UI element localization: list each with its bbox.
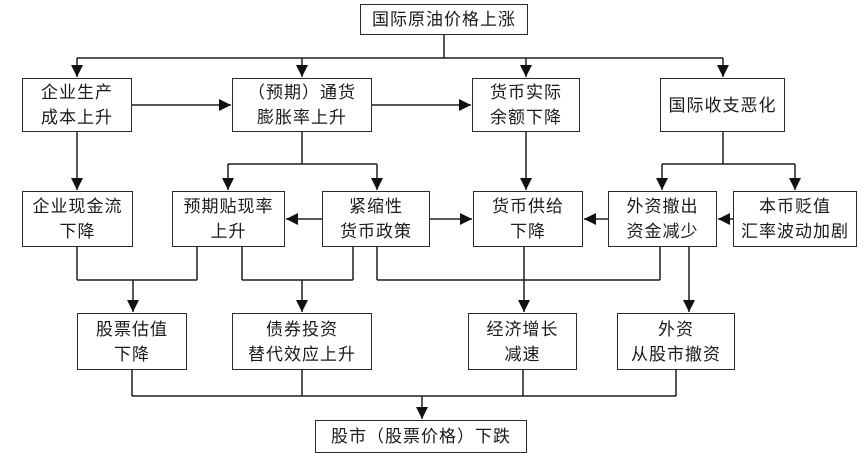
node-economic-growth-slowdown: 经济增长 减速 (468, 313, 577, 370)
node-label: 本币贬值 (759, 197, 831, 216)
node-bond-substitution-effect-rise: 债券投资 替代效应上升 (232, 313, 372, 370)
node-label: 上升 (210, 222, 247, 241)
node-label: 资金减少 (626, 222, 699, 241)
node-label: 汇率波动加剧 (741, 222, 849, 241)
node-label: 余额下降 (490, 108, 562, 127)
node-foreign-capital-exits-stock-market: 外资 从股市撤资 (617, 313, 735, 370)
node-label: 从股市撤资 (631, 344, 721, 364)
node-label: （预期）通货 (248, 83, 356, 102)
node-label: 减速 (504, 344, 541, 364)
node-label: 预期贴现率 (183, 197, 274, 216)
node-label: 替代效应上升 (248, 344, 356, 364)
node-label: 货币供给 (492, 197, 564, 216)
node-label: 经济增长 (486, 319, 559, 339)
node-production-cost-rise: 企业生产 成本上升 (22, 78, 132, 132)
node-expected-inflation-rise: （预期）通货 膨胀率上升 (232, 78, 372, 132)
node-label: 股票估值 (96, 319, 168, 339)
node-label: 膨胀率上升 (257, 108, 347, 127)
node-corporate-cashflow-decline: 企业现金流 下降 (22, 191, 133, 247)
node-label: 外资 (658, 319, 694, 339)
node-label: 企业现金流 (32, 197, 123, 216)
node-label: 货币实际 (490, 83, 562, 102)
node-stock-market-decline: 股市（股票价格）下跌 (315, 420, 527, 453)
node-tight-monetary-policy: 紧缩性 货币政策 (322, 191, 430, 247)
node-label: 债券投资 (266, 319, 338, 339)
node-label: 股市（股票价格）下跌 (331, 427, 511, 446)
node-expected-discount-rate-rise: 预期贴现率 上升 (172, 191, 285, 247)
node-label: 紧缩性 (349, 197, 403, 216)
node-foreign-capital-withdrawal: 外资撤出 资金减少 (608, 191, 717, 247)
node-stock-valuation-decline: 股票估值 下降 (77, 313, 187, 370)
node-label: 国际原油价格上涨 (372, 10, 516, 29)
node-label: 货币政策 (340, 222, 412, 241)
node-money-supply-decline: 货币供给 下降 (473, 191, 583, 247)
node-label: 下降 (59, 222, 96, 241)
node-label: 下降 (510, 222, 546, 241)
node-oil-price-rise: 国际原油价格上涨 (360, 4, 528, 35)
node-label: 成本上升 (41, 108, 113, 127)
node-label: 国际收支恶化 (668, 95, 777, 115)
node-real-money-balance-decline: 货币实际 余额下降 (472, 78, 580, 132)
node-balance-of-payments-deterioration: 国际收支恶化 (660, 78, 785, 132)
node-label: 外资撤出 (626, 197, 699, 216)
node-currency-depreciation-volatility: 本币贬值 汇率波动加剧 (733, 191, 857, 247)
node-label: 企业生产 (41, 83, 113, 102)
node-label: 下降 (114, 344, 150, 364)
